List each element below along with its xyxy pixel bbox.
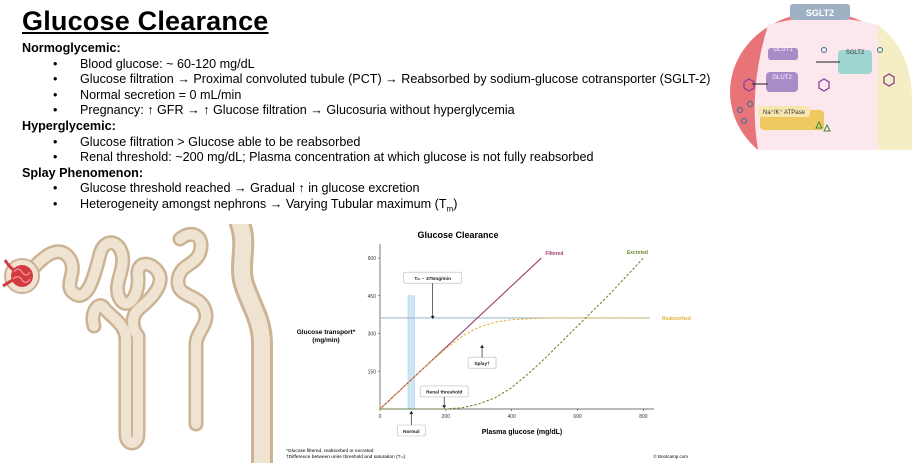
- renal-threshold-annotation-label: Renal threshold: [426, 390, 462, 396]
- list-item: •Glucose filtration → Proximal convolute…: [53, 72, 711, 87]
- section-heading-hyperglycemic: Hyperglycemic:: [22, 118, 116, 133]
- distal-tubule: [173, 229, 212, 429]
- nephron-illustration: [2, 224, 273, 463]
- x-tick-label: 200: [442, 414, 451, 420]
- footnote-2: †Difference between urine threshold and …: [286, 454, 406, 460]
- bullet: •: [53, 103, 58, 118]
- normal-band: [407, 295, 415, 410]
- y-tick-label: 150: [368, 369, 377, 375]
- glucose-hexagon-icon: [883, 73, 895, 87]
- splay-arrowhead-icon: [480, 344, 485, 348]
- header-label: SGLT2: [806, 8, 834, 18]
- sodium-ion-icon: [741, 118, 747, 124]
- sodium-ion-icon: [877, 47, 883, 53]
- glut2-transporter: [766, 72, 798, 92]
- series-label: Filtered: [545, 251, 563, 257]
- bullet: •: [53, 134, 58, 149]
- list-item: •Renal threshold: ~200 mg/dL; Plasma con…: [53, 150, 594, 165]
- plot-area: 150 300 450 600 0 200 400 600 800 FilteredReabsor…: [368, 244, 691, 437]
- x-tick-label: 0: [379, 414, 382, 420]
- credit: © Bootcamp.com: [653, 453, 688, 459]
- renal-threshold-arrowhead-icon: [442, 405, 447, 409]
- x-tick-label: 600: [573, 414, 582, 420]
- glut1-label: GLUT1: [773, 47, 793, 53]
- glomerulus-capillaries: [12, 268, 31, 283]
- glucose-hexagon-icon: [743, 78, 755, 92]
- series-label: Reabsorbed: [662, 316, 691, 322]
- notes: Normoglycemic: •Blood glucose: ~ 60-120 …: [22, 41, 742, 217]
- splay-annotation-label: Splay†: [474, 361, 490, 367]
- sodium-ion-icon: [737, 107, 743, 113]
- collecting-duct: [232, 224, 270, 463]
- atpase-label: Na⁺/K⁺ ATPase: [763, 109, 806, 116]
- footnote-1: *Glucose filtered, reabsorbed or excrete…: [286, 448, 374, 454]
- list-item: •Normal secretion = 0 mL/min: [53, 87, 242, 102]
- list-item: •Glucose threshold reached → Gradual ↑ i…: [53, 181, 420, 196]
- glucose-clearance-chart: Glucose Clearance 150 300 450 600 0 200 400 600…: [286, 230, 691, 460]
- list-item: •Pregnancy: ↑ GFR → ↑ Glucose filtration…: [53, 103, 515, 118]
- section-heading-normoglycemic: Normoglycemic:: [22, 41, 121, 55]
- sodium-ion-icon: [747, 101, 753, 107]
- list-item: •Heterogeneity amongst nephrons → Varyin…: [53, 196, 458, 214]
- bullet: •: [53, 150, 58, 165]
- tm-arrowhead-icon: [430, 315, 435, 319]
- bullet: •: [53, 87, 58, 102]
- normal-annotation-label: Normal: [403, 429, 420, 435]
- sglt2-cell-diagram: SGLT2 GLUT1 GLUT2 SGLT2 Na⁺/K⁺ ATPase: [728, 0, 912, 150]
- list-item: •Glucose filtration > Glucose able to be…: [53, 134, 361, 149]
- potassium-ion-icon: [823, 123, 831, 132]
- bullet: •: [53, 196, 58, 211]
- x-tick-label: 800: [639, 414, 648, 420]
- sglt2-transporter: [838, 50, 872, 74]
- glut1-transporter: [768, 48, 798, 60]
- arterioles: [2, 259, 15, 288]
- y-tick-label: 300: [368, 332, 377, 338]
- x-axis-label: Plasma glucose (mg/dL): [482, 429, 563, 436]
- list-item: •Blood glucose: ~ 60-120 mg/dL: [53, 56, 255, 71]
- y-tick-label: 450: [368, 294, 377, 300]
- lumen-side: [878, 25, 912, 150]
- sglt2-label: SGLT2: [846, 50, 865, 56]
- series-line-excreted: [380, 257, 644, 410]
- glucose-hexagon-icon: [818, 78, 830, 92]
- renal-threshold-annotation-box: [419, 385, 469, 398]
- series-label: Excreted: [627, 250, 648, 256]
- atpase-label-box: [758, 106, 810, 117]
- x-tick-label: 400: [508, 414, 517, 420]
- splay-annotation-box: [467, 356, 497, 369]
- chart-title: Glucose Clearance: [417, 230, 498, 240]
- sodium-ion-icon: [821, 47, 827, 53]
- potassium-ion-icon: [815, 120, 823, 129]
- bullet: •: [53, 181, 58, 196]
- glut2-label: GLUT2: [772, 75, 792, 81]
- y-axis-label-line2: (mg/min): [312, 337, 339, 344]
- section-heading-splay: Splay Phenomenon:: [22, 165, 144, 180]
- header-box: [790, 4, 850, 20]
- series-line-reabsorbed: [379, 317, 650, 410]
- tm-annotation-label: Tₘ ~ 375mg/min: [414, 276, 451, 282]
- y-axis-label: Glucose transport*: [297, 329, 356, 336]
- page-title: Glucose Clearance: [22, 6, 269, 36]
- normal-arrowhead-icon: [409, 411, 414, 414]
- bullet: •: [53, 56, 58, 71]
- glomerulus-icon: [11, 265, 33, 287]
- y-tick-label: 600: [368, 256, 377, 262]
- proximal-tubule: [25, 237, 165, 448]
- bullet: •: [53, 72, 58, 87]
